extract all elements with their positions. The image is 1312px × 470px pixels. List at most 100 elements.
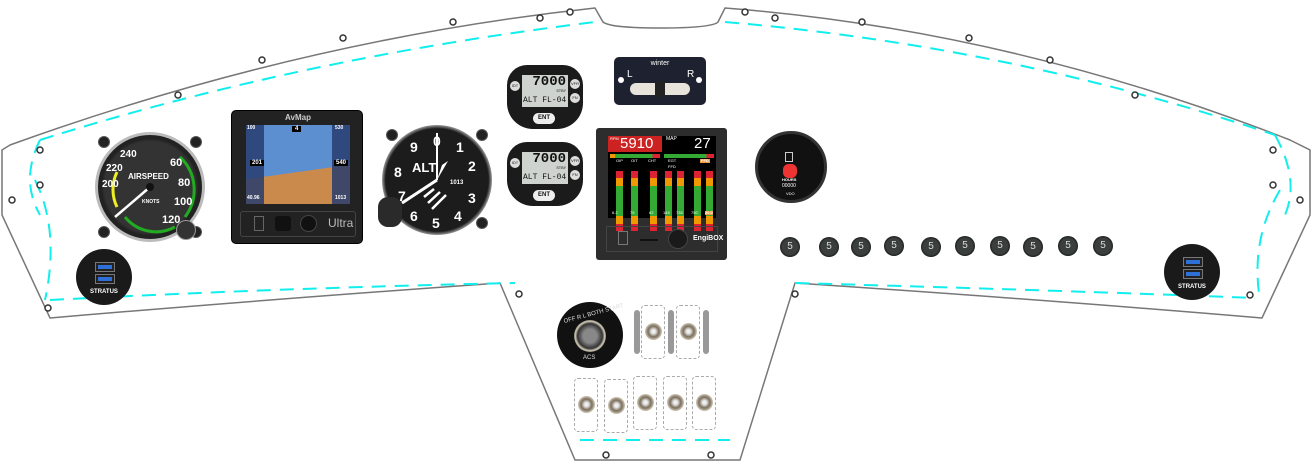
tick-label: 120 (162, 214, 181, 226)
bar-label: OIT (631, 158, 638, 163)
airspeed-needle (111, 155, 196, 234)
tick-label: 80 (178, 177, 191, 189)
hours-readout: 00000 (782, 183, 796, 189)
circuit-breaker[interactable]: 5 (884, 236, 904, 256)
circuit-breaker[interactable]: 5 (1093, 236, 1113, 256)
efis-readout: 100 (247, 125, 256, 131)
adjust-knob[interactable] (176, 220, 196, 240)
toggle-switch[interactable] (676, 305, 700, 359)
ent-button[interactable]: ENT (533, 113, 555, 124)
ignition-key-switch[interactable]: OFF R L BOTH START ACS (557, 302, 625, 368)
slip-title: winter (650, 60, 670, 67)
fn-button[interactable]: FN (570, 170, 580, 180)
circuit-breaker[interactable]: 5 (851, 237, 871, 257)
slip-indicator: winter L R (614, 57, 706, 105)
tick-label: 60 (170, 157, 183, 169)
usb-charger-right: STRATUS (1164, 244, 1220, 300)
baro-readout: 1013 (450, 180, 464, 186)
airspeed-indicator: 240 220 200 60 80 100 120 AIRSPEED KNOTS (92, 130, 208, 244)
circuit-breaker[interactable]: 5 (990, 236, 1010, 256)
bar-value: 750 (691, 210, 698, 215)
efis-model: Ultra (328, 216, 354, 230)
hours-label: HOURS (782, 177, 797, 182)
mode-readout: STBY (556, 90, 566, 94)
fn-button[interactable]: FN (570, 93, 580, 103)
circuit-breaker[interactable]: 5 (955, 236, 975, 256)
dial-digit: 6 (410, 208, 418, 224)
airspeed-label: AIRSPEED (128, 172, 169, 181)
rpm-label: RPM (610, 136, 619, 141)
toggle-switch[interactable] (574, 378, 598, 432)
map-readout: 27 (694, 135, 711, 152)
bar-value: 20.0 (705, 210, 713, 216)
airspeed-unit: KNOTS (142, 199, 160, 205)
bar-value: 735 (676, 210, 683, 215)
dial-digit: 0 (433, 133, 441, 149)
alt-label: ALT (412, 160, 437, 175)
bar-label: EGT (668, 158, 677, 163)
slip-right-label: R (687, 69, 695, 80)
efis-knob[interactable] (300, 215, 317, 232)
dial-digit: 5 (432, 215, 440, 231)
toggle-switch[interactable] (692, 376, 716, 430)
ent-button[interactable]: ENT (533, 190, 555, 201)
ident-button[interactable]: IDT (510, 81, 520, 91)
switch-guard (634, 310, 640, 354)
tick-label: 220 (106, 163, 123, 174)
sd-card-slot-icon (254, 216, 264, 231)
hour-meter: HOURS 00000 VDO (755, 131, 827, 203)
circuit-breaker[interactable]: 5 (819, 237, 839, 257)
toggle-switch[interactable] (633, 376, 657, 430)
tick-label: 240 (120, 149, 137, 160)
rpm-readout: 5910 (620, 135, 654, 152)
engibox-brand: EngiBOX (693, 235, 724, 242)
efis-readout: 530 (335, 125, 344, 131)
tick-label: 200 (102, 179, 119, 190)
circuit-breaker[interactable]: 5 (780, 237, 800, 257)
dial-digit: 4 (454, 208, 462, 224)
efis-display: AvMap 100 530 4 201 540 40.96 1013 Ultra (231, 110, 363, 244)
circuit-breaker[interactable]: 5 (921, 237, 941, 257)
efis-brand: AvMap (285, 113, 311, 122)
engibox-knob[interactable] (668, 229, 688, 249)
switch-guard (703, 310, 709, 354)
efis-readout: 40.96 (247, 195, 260, 201)
dial-digit: 8 (394, 164, 402, 180)
mode-readout: STBY (556, 167, 566, 171)
bar-value: 6.2 (612, 210, 618, 215)
baro-knob[interactable] (378, 197, 402, 227)
bar-value: 82 (649, 210, 654, 215)
toggle-switch[interactable] (641, 305, 665, 359)
dial-digit: 7 (398, 188, 406, 204)
switch-guard (668, 310, 674, 354)
ident-button[interactable]: IDT (510, 158, 520, 168)
vfr-button[interactable]: VFR (570, 79, 580, 89)
altimeter-needles (401, 133, 448, 210)
toggle-switch[interactable] (663, 376, 687, 430)
dial-digit: 1 (456, 139, 464, 155)
circuit-breaker[interactable]: 5 (1058, 236, 1078, 256)
hourmeter-brand: VDO (786, 191, 795, 196)
squawk-code: 7000 (532, 74, 566, 90)
bar-value: 75 (630, 210, 635, 215)
map-label: MAP (666, 136, 677, 142)
speed-readout: 201 (250, 160, 265, 167)
heading-readout: 4 (292, 126, 302, 133)
slip-left-label: L (627, 69, 633, 80)
vfr-button[interactable]: VFR (570, 156, 580, 166)
toggle-switch[interactable] (604, 379, 628, 433)
efis-button[interactable] (275, 216, 291, 231)
sd-card-slot-icon (618, 231, 628, 245)
dial-digit: 2 (468, 158, 476, 174)
engine-monitor: RPM 5910 MAP 27 OIP OIT CHT EGT FFD FFD … (596, 128, 727, 260)
tick-label: 100 (174, 196, 193, 208)
altimeter: ALT 0 1 2 3 4 5 6 7 8 9 1013 (378, 125, 494, 237)
dial-digit: 9 (410, 139, 418, 155)
usb-charger-left: STRATUS (76, 249, 132, 305)
circuit-breaker[interactable]: 5 (1023, 237, 1043, 257)
altitude-readout: ALT FL-04 (523, 96, 567, 105)
key-brand-label: ACS (583, 355, 596, 361)
